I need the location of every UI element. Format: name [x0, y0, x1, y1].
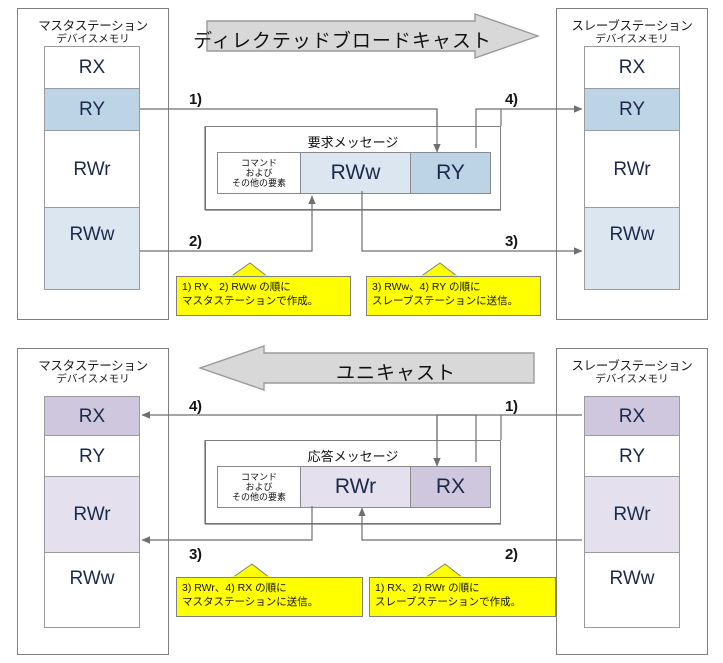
top-banner-directed-broadcast: ディレクテッドブロードキャスト — [193, 12, 541, 60]
top-banner-arrow-icon — [206, 13, 541, 59]
bottom-step-3-label: 3) — [189, 546, 202, 563]
top-callout-right-line1: 3) RWw、4) RY の順に — [372, 281, 481, 293]
bottom-callout-right: 1) RX、2) RWr の順に スレーブステーションで作成。 — [369, 563, 556, 617]
bottom-callout-right-body: 1) RX、2) RWr の順に スレーブステーションで作成。 — [369, 577, 556, 617]
bottom-callout-left-line2: マスタステーションに送信。 — [182, 595, 319, 608]
top-callout-right: 3) RWw、4) RY の順に スレーブステーションに送信。 — [366, 262, 541, 316]
bottom-slave-segment-rwr: RWr — [585, 477, 679, 553]
bottom-callout-right-line1: 1) RX、2) RWr の順に — [375, 582, 480, 594]
bottom-slave-segment-ry-label: RY — [618, 445, 646, 467]
top-master-segment-rx-label: RX — [78, 57, 106, 78]
bottom-response-command-line3: その他の要素 — [231, 492, 286, 503]
top-step-3-label: 3) — [505, 233, 518, 250]
bottom-callout-left-body: 3) RWr、4) RX の順に マスタステーションに送信。 — [176, 577, 363, 617]
top-request-command-line1: コマンド — [240, 157, 277, 168]
top-slave-segment-rwr-label: RWr — [613, 158, 651, 180]
bottom-response-message-title: 応答メッセージ — [307, 449, 399, 464]
bottom-response-segment-rwr-label: RWr — [334, 475, 377, 498]
bottom-slave-segment-ry: RY — [585, 436, 679, 477]
top-request-command-segment: コマンド および その他の要素 — [218, 153, 301, 193]
bottom-step-1-label: 1) — [505, 398, 518, 415]
bottom-banner-label: ユニキャスト — [335, 363, 456, 384]
bottom-master-segment-rx: RX — [45, 397, 139, 436]
bottom-response-command-line2: および — [245, 481, 273, 492]
bottom-slave-segment-rww: RWw — [585, 553, 679, 627]
top-slave-segment-rwr: RWr — [585, 131, 679, 208]
bottom-slave-station-title: スレーブステーション — [571, 359, 693, 373]
bottom-master-segment-rww-label: RWw — [69, 567, 115, 589]
top-banner-label: ディレクテッドブロードキャスト — [193, 31, 492, 52]
top-request-message-title: 要求メッセージ — [307, 135, 399, 150]
top-slave-segment-rx-label: RX — [618, 57, 646, 78]
top-slave-segment-ry: RY — [585, 89, 679, 131]
bottom-response-segment-rwr: RWr — [301, 467, 411, 507]
top-master-station-title: マスタステーション — [38, 19, 148, 33]
top-request-message-strip: コマンド および その他の要素 RWw RY — [217, 152, 491, 194]
top-slave-segment-ry-label: RY — [618, 99, 646, 120]
top-callout-left-line1: 1) RY、2) RWw の順に — [182, 281, 291, 293]
bottom-banner-unicast: ユニキャスト — [196, 344, 536, 392]
bottom-master-segment-rwr: RWr — [45, 477, 139, 553]
top-master-memory-column: RX RY RWr RWw — [44, 46, 140, 290]
top-callout-right-body: 3) RWw、4) RY の順に スレーブステーションに送信。 — [366, 276, 541, 316]
top-master-segment-rwr-label: RWr — [73, 158, 111, 180]
top-callout-left: 1) RY、2) RWw の順に マスタステーションで作成。 — [176, 262, 351, 316]
top-request-segment-ry-label: RY — [436, 161, 465, 184]
bottom-callout-left: 3) RWr、4) RX の順に マスタステーションに送信。 — [176, 563, 363, 617]
top-step-1-label: 1) — [189, 91, 202, 108]
top-callout-left-line2: マスタステーションで作成。 — [182, 294, 319, 307]
bottom-response-command-line1: コマンド — [240, 471, 277, 482]
top-request-message-box: 要求メッセージ コマンド および その他の要素 RWw RY — [205, 126, 501, 210]
bottom-slave-segment-rx: RX — [585, 397, 679, 436]
top-master-segment-ry-label: RY — [78, 99, 106, 120]
top-slave-segment-rx: RX — [585, 47, 679, 89]
top-request-segment-rww: RWw — [301, 153, 411, 193]
bottom-slave-station-subtitle: デバイスメモリ — [595, 373, 669, 385]
bottom-step-4-label: 4) — [189, 398, 202, 415]
bottom-response-segment-rx-label: RX — [435, 475, 466, 498]
top-master-segment-ry: RY — [45, 89, 139, 131]
bottom-response-command-segment: コマンド および その他の要素 — [218, 467, 301, 507]
top-step-2-label: 2) — [189, 233, 202, 250]
top-slave-memory-column: RX RY RWr RWw — [584, 46, 680, 290]
top-slave-station-title: スレーブステーション — [571, 19, 693, 33]
top-master-segment-rww-label: RWw — [69, 224, 115, 245]
bottom-master-segment-rx-label: RX — [78, 405, 106, 427]
top-request-command-line2: および — [245, 167, 273, 178]
bottom-slave-segment-rx-label: RX — [618, 405, 646, 427]
top-request-segment-rww-label: RWw — [330, 161, 381, 184]
bottom-slave-memory-column: RX RY RWr RWw — [584, 396, 680, 628]
bottom-callout-right-line2: スレーブステーションで作成。 — [375, 595, 522, 608]
top-master-segment-rww: RWw — [45, 208, 139, 289]
top-request-segment-ry: RY — [411, 153, 490, 193]
bottom-slave-segment-rwr-label: RWr — [613, 504, 651, 525]
top-master-segment-rwr: RWr — [45, 131, 139, 208]
top-master-station-subtitle: デバイスメモリ — [56, 33, 130, 45]
bottom-slave-segment-rww-label: RWw — [609, 567, 655, 589]
top-slave-segment-rww: RWw — [585, 208, 679, 289]
bottom-response-message-strip: コマンド および その他の要素 RWr RX — [217, 466, 491, 508]
bottom-callout-left-line1: 3) RWr、4) RX の順に — [182, 582, 287, 594]
bottom-response-message-box: 応答メッセージ コマンド および その他の要素 RWr RX — [205, 440, 501, 524]
bottom-banner-arrow-icon — [197, 345, 535, 391]
top-master-segment-rx: RX — [45, 47, 139, 89]
bottom-master-segment-ry-label: RY — [78, 445, 106, 467]
bottom-master-memory-column: RX RY RWr RWw — [44, 396, 140, 628]
top-slave-station-subtitle: デバイスメモリ — [595, 33, 669, 45]
bottom-master-segment-rwr-label: RWr — [73, 504, 111, 525]
bottom-master-station-title: マスタステーション — [38, 359, 148, 373]
top-request-command-line3: その他の要素 — [231, 178, 286, 189]
top-callout-right-line2: スレーブステーションに送信。 — [372, 294, 519, 307]
top-callout-left-body: 1) RY、2) RWw の順に マスタステーションで作成。 — [176, 276, 351, 316]
top-slave-segment-rww-label: RWw — [609, 224, 655, 245]
bottom-response-segment-rx: RX — [411, 467, 490, 507]
bottom-step-2-label: 2) — [505, 546, 518, 563]
bottom-master-segment-rww: RWw — [45, 553, 139, 627]
top-step-4-label: 4) — [505, 91, 518, 108]
bottom-master-station-subtitle: デバイスメモリ — [56, 373, 130, 385]
bottom-master-segment-ry: RY — [45, 436, 139, 477]
